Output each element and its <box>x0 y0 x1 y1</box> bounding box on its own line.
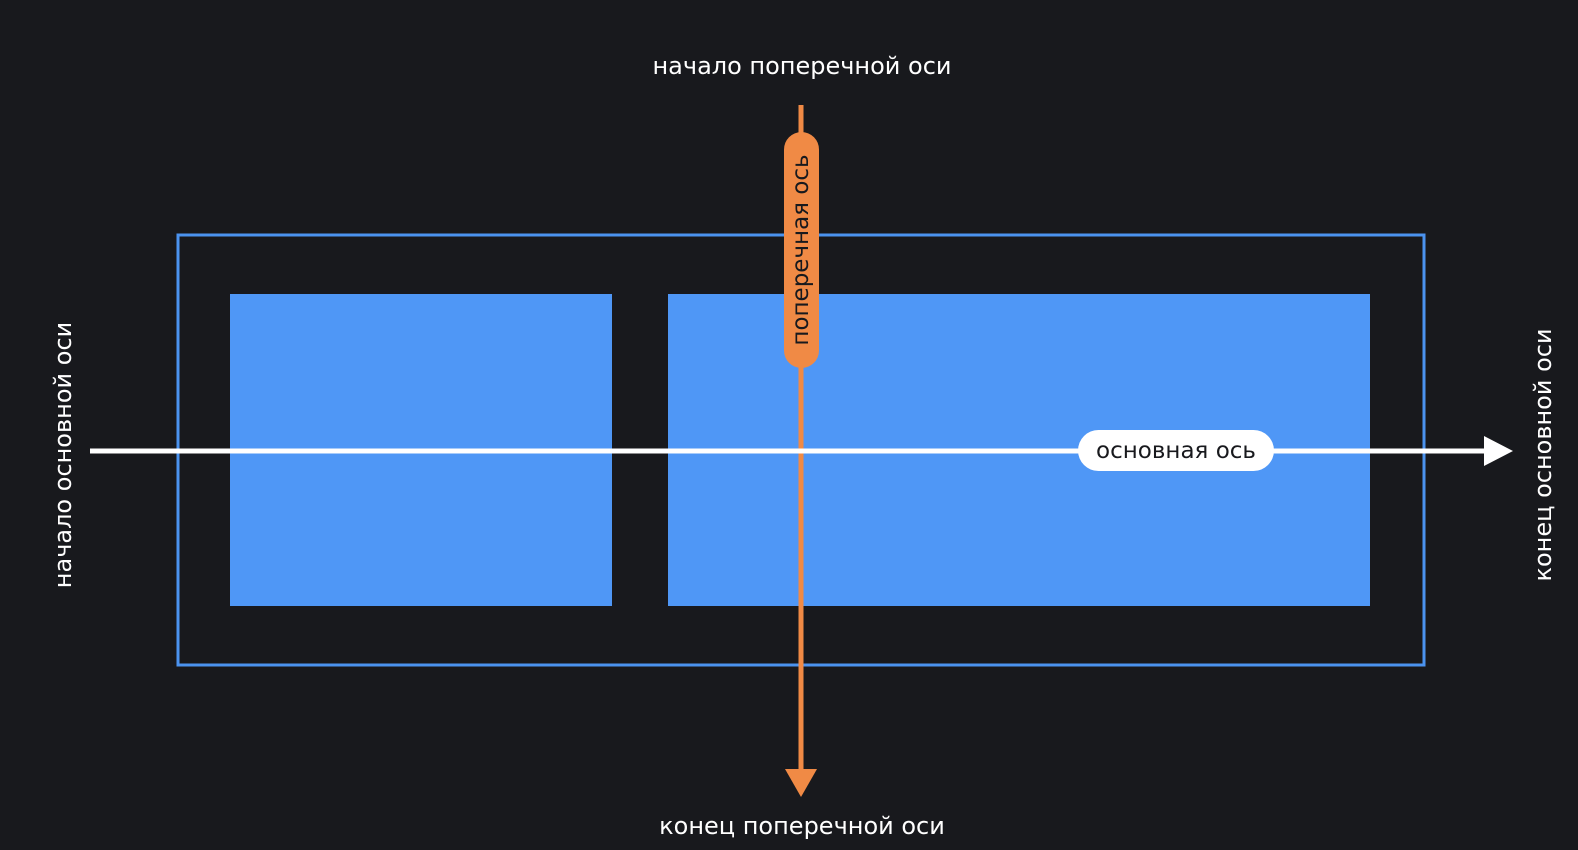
main-axis-label: основная ось <box>1096 438 1256 464</box>
main-axis-arrowhead <box>1484 436 1513 466</box>
main-axis-start-label: начало основной оси <box>49 322 77 588</box>
cross-axis-end-label: конец поперечной оси <box>659 812 945 840</box>
main-axis-end-label: конец основной оси <box>1529 328 1557 581</box>
cross-axis-pill <box>784 132 819 368</box>
cross-axis-label: поперечная ось <box>788 154 814 345</box>
cross-axis-start-label: начало поперечной оси <box>652 52 951 80</box>
main-axis-pill <box>1078 430 1274 471</box>
cross-axis-arrowhead <box>785 769 817 797</box>
